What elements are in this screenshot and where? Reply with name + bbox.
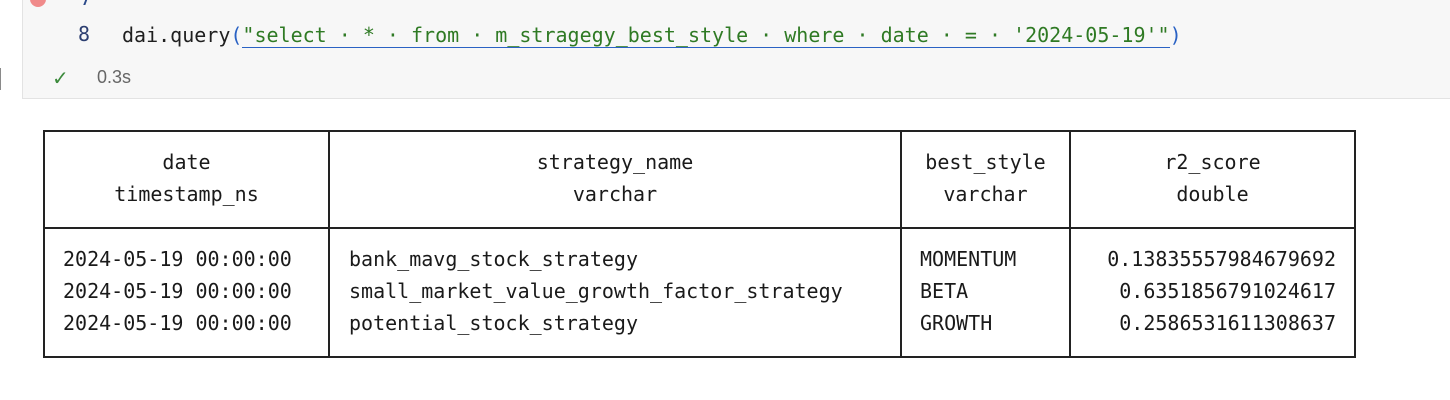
breakpoint-dot-icon[interactable] (30, 0, 46, 7)
table-cell-date: 2024-05-19 00:00:00 (63, 279, 292, 303)
table-cell-best-style: MOMENTUM (920, 247, 1017, 271)
table-cell-best-style: BETA (920, 279, 969, 303)
checkmark-icon: ✓ (52, 66, 69, 90)
table-cell-strategy-name: bank_mavg_stock_strategy (349, 247, 638, 271)
column-header-strategy-name: strategy_name (536, 150, 694, 174)
table-header-separator (43, 227, 1356, 229)
column-type-date: timestamp_ns (114, 182, 259, 206)
code-close-paren: ) (1169, 23, 1182, 47)
column-type-strategy-name: varchar (572, 182, 658, 206)
table-column-divider (1354, 130, 1356, 358)
execution-time: 0.3s (97, 67, 132, 87)
table-column-divider (1069, 130, 1071, 358)
column-header-date: date (162, 150, 211, 174)
table-cell-r2-score: 0.13835557984679692 (1107, 247, 1336, 271)
table-bottom-border (43, 356, 1356, 358)
query-result-table: date timestamp_ns strategy_name varchar … (43, 130, 1356, 358)
previous-line-number: 7 (80, 0, 92, 10)
table-cell-date: 2024-05-19 00:00:00 (63, 247, 292, 271)
code-line[interactable]: dai.query("select · * · from · m_strageg… (122, 22, 1182, 48)
table-column-divider (900, 130, 902, 358)
column-type-r2-score: double (1176, 182, 1249, 206)
code-open-paren: ( (230, 23, 243, 47)
line-number: 8 (78, 22, 91, 46)
table-cell-r2-score: 0.2586531611308637 (1119, 311, 1336, 335)
column-header-r2-score: r2_score (1164, 150, 1261, 174)
table-column-divider (328, 130, 330, 358)
table-cell-date: 2024-05-19 00:00:00 (63, 311, 292, 335)
column-header-best-style: best_style (925, 150, 1046, 174)
table-cell-strategy-name: small_market_value_growth_factor_strateg… (349, 279, 843, 303)
cell-gutter-marker (0, 68, 5, 90)
code-cell[interactable] (22, 0, 1450, 99)
table-top-border (43, 130, 1356, 132)
table-cell-best-style: GROWTH (920, 311, 993, 335)
code-function-call: dai.query (122, 23, 231, 47)
table-cell-strategy-name: potential_stock_strategy (349, 311, 638, 335)
table-column-divider (43, 130, 45, 358)
code-sql-string: "select · * · from · m_stragegy_best_sty… (242, 23, 1170, 48)
column-type-best-style: varchar (943, 182, 1028, 206)
table-cell-r2-score: 0.6351856791024617 (1119, 279, 1336, 303)
